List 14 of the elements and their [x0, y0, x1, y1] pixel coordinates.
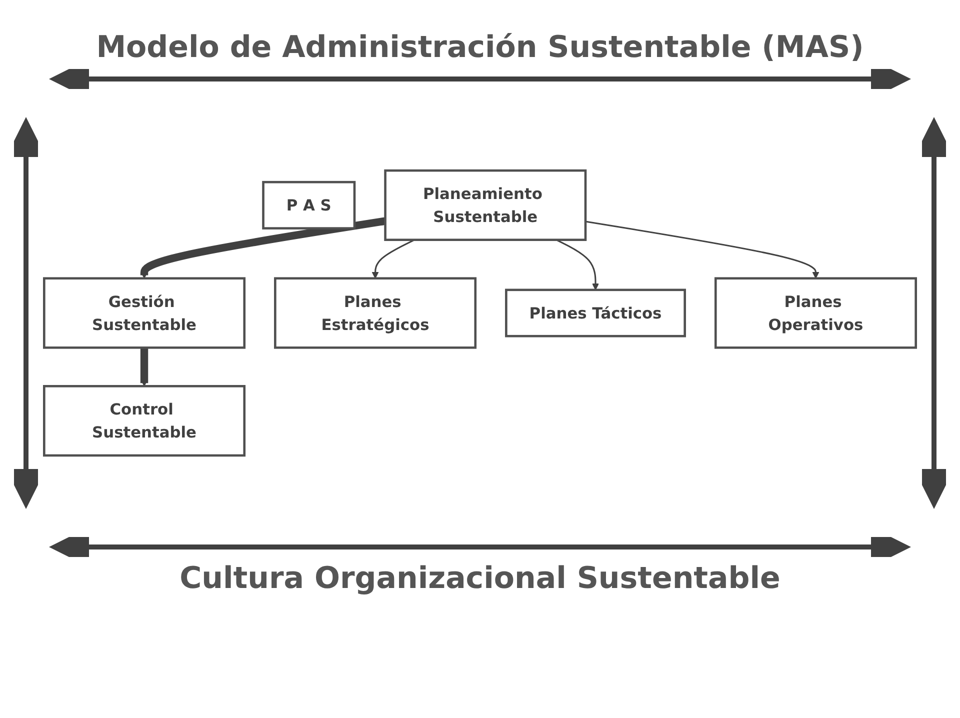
node-box: Control Sustentable [43, 385, 246, 457]
arrow [556, 239, 599, 290]
node-box: Planes Estratégicos [274, 277, 477, 349]
arrow [372, 239, 415, 279]
node-box: Gestión Sustentable [43, 277, 246, 349]
node-box: Planes Operativos [714, 277, 917, 349]
diagram-title: Modelo de Administración Sustentable (MAS) [95, 30, 865, 65]
node-box: Planeamiento Sustentable [384, 169, 587, 241]
arrow [140, 217, 386, 279]
node-box: Planes Tácticos [505, 288, 686, 338]
arrow [140, 347, 148, 386]
diagram-caption: Cultura Organizacional Sustentable [178, 561, 782, 596]
arrow [585, 220, 820, 279]
node-box: P A S [262, 180, 356, 230]
